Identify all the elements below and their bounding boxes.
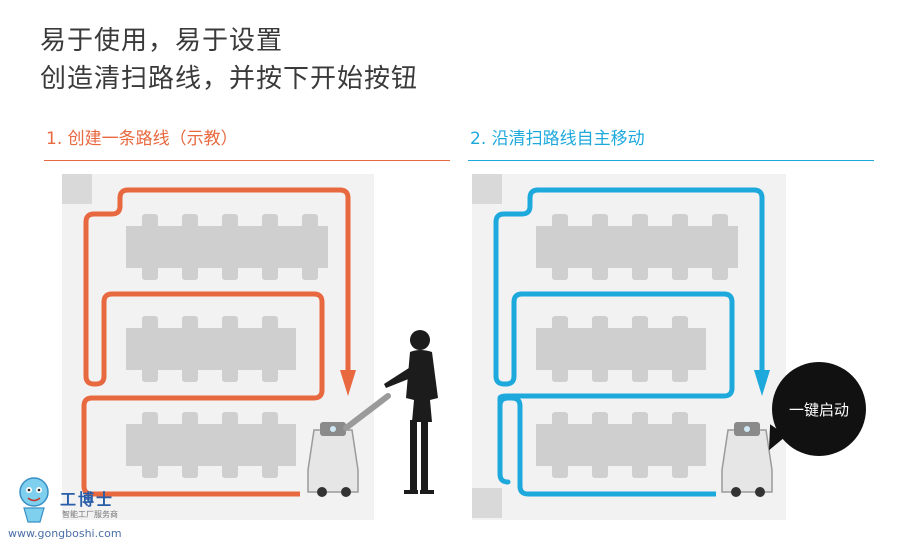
route-auto (493, 187, 765, 497)
route-teach (81, 187, 351, 497)
watermark-url: www.gongboshi.com (8, 527, 122, 540)
route-arrow-auto (754, 370, 770, 396)
route-arrow-teach (340, 370, 356, 396)
corner-block (62, 174, 92, 204)
corner-block (472, 174, 502, 204)
panel-title-teach: 1. 创建一条路线（示教） (46, 129, 238, 149)
panel-title-auto: 2. 沿清扫路线自主移动 (470, 129, 645, 149)
table-row-1 (126, 214, 328, 280)
headline-line-2: 创造清扫路线，并按下开始按钮 (40, 64, 419, 94)
watermark-brand: 工博士 (60, 490, 115, 509)
table-row-2 (126, 316, 296, 382)
table-row-1 (536, 214, 738, 280)
table-row-3 (126, 412, 296, 478)
floor-plan-teach (62, 174, 438, 520)
table-row-2 (536, 316, 706, 382)
mascot-logo-icon (19, 477, 49, 523)
one-touch-start-bubble: 一键启动 (772, 362, 866, 456)
headline-line-1: 易于使用，易于设置 (40, 26, 284, 56)
operator-silhouette-icon (384, 330, 438, 494)
corner-block (472, 488, 502, 518)
floor-plan-auto (472, 174, 786, 520)
cleaning-robot-icon (721, 422, 773, 497)
table-row-3 (536, 412, 706, 478)
panel-rule-teach (44, 160, 450, 161)
panel-rule-auto (468, 160, 874, 161)
watermark-subtitle: 智能工厂服务商 (62, 510, 118, 519)
cleaning-robot-icon (307, 393, 391, 497)
